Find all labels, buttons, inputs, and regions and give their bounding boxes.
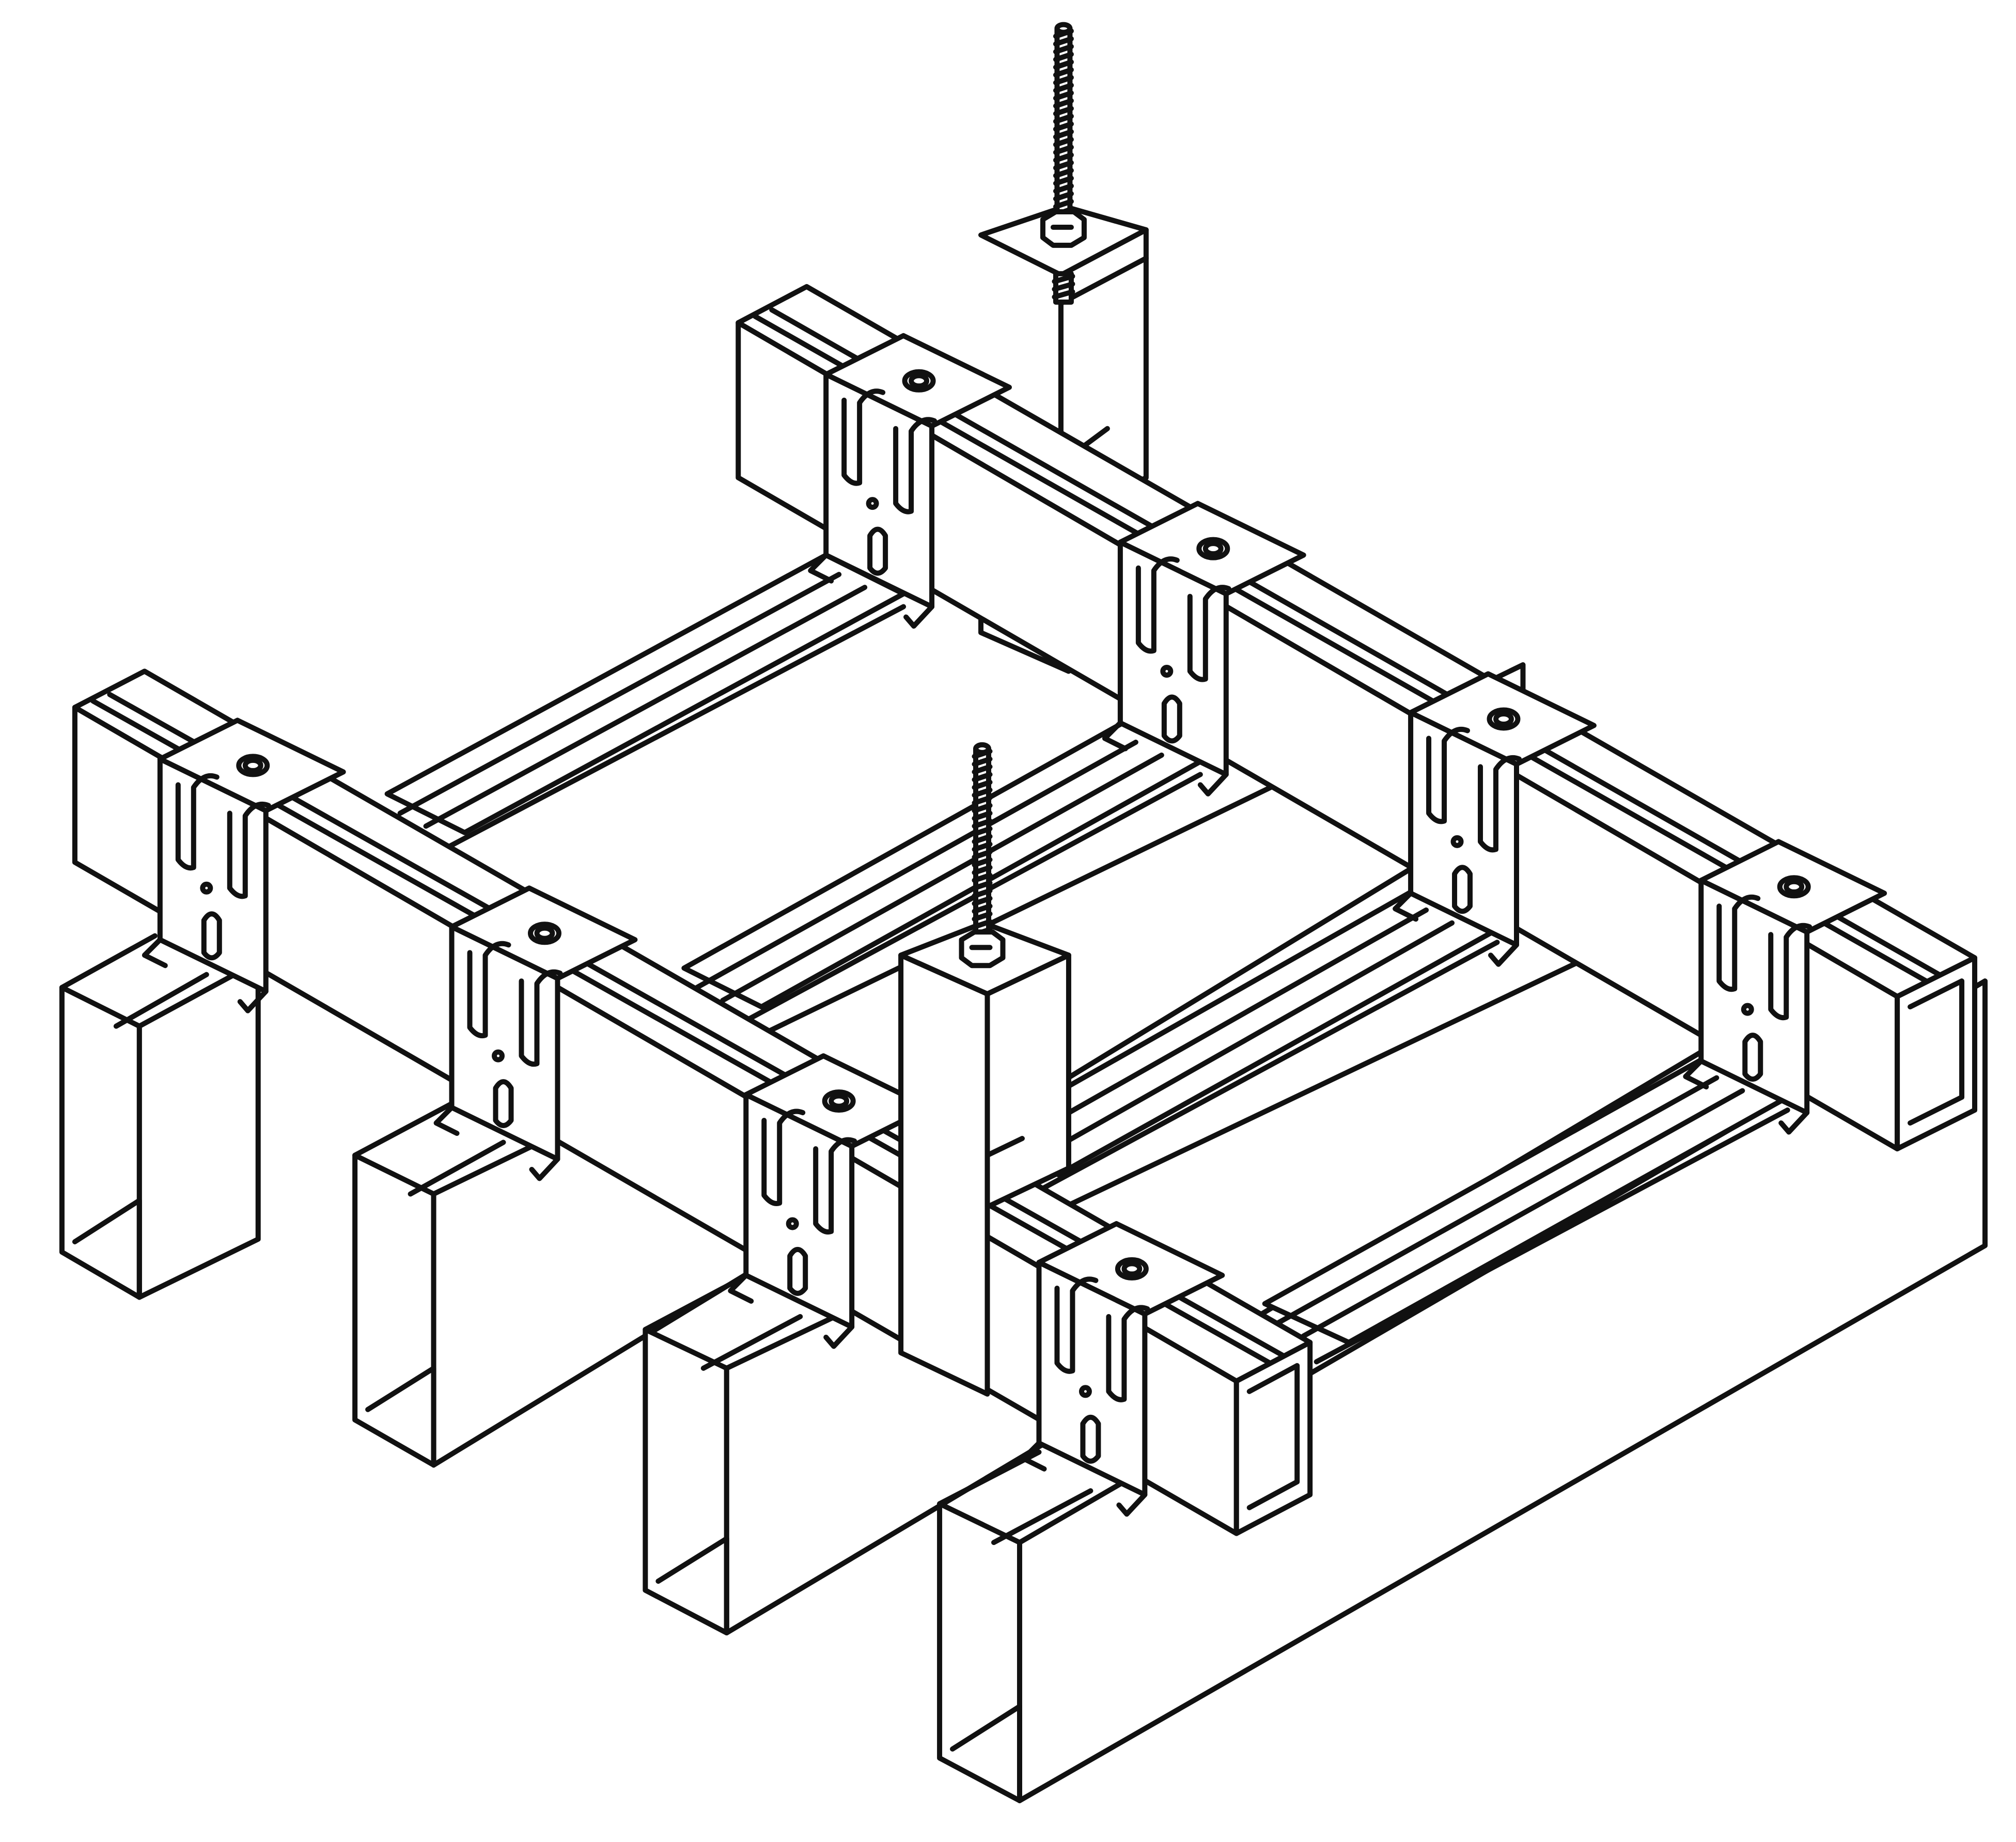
clip-6	[1102, 501, 1306, 797]
hex-nut-back-icon	[1040, 209, 1087, 248]
clip-7	[1393, 671, 1597, 967]
clip-4	[1021, 1221, 1225, 1517]
cross-tee-4	[1262, 1056, 1790, 1365]
threaded-rod-front	[972, 742, 993, 940]
baffle-blade-4	[937, 978, 1988, 1803]
clip-1	[142, 717, 346, 1013]
cross-tee-1	[384, 552, 907, 855]
clip-5	[808, 333, 1012, 629]
clip-2	[433, 885, 638, 1181]
baffle-blade-1	[59, 933, 261, 1300]
clip-3	[728, 1053, 932, 1349]
clips	[142, 333, 1887, 1517]
clip-8	[1683, 839, 1887, 1135]
baffle-blade-3	[643, 875, 1758, 1636]
hex-nut-front-icon	[959, 929, 1006, 969]
hanger-bracket-front	[898, 920, 1071, 1397]
